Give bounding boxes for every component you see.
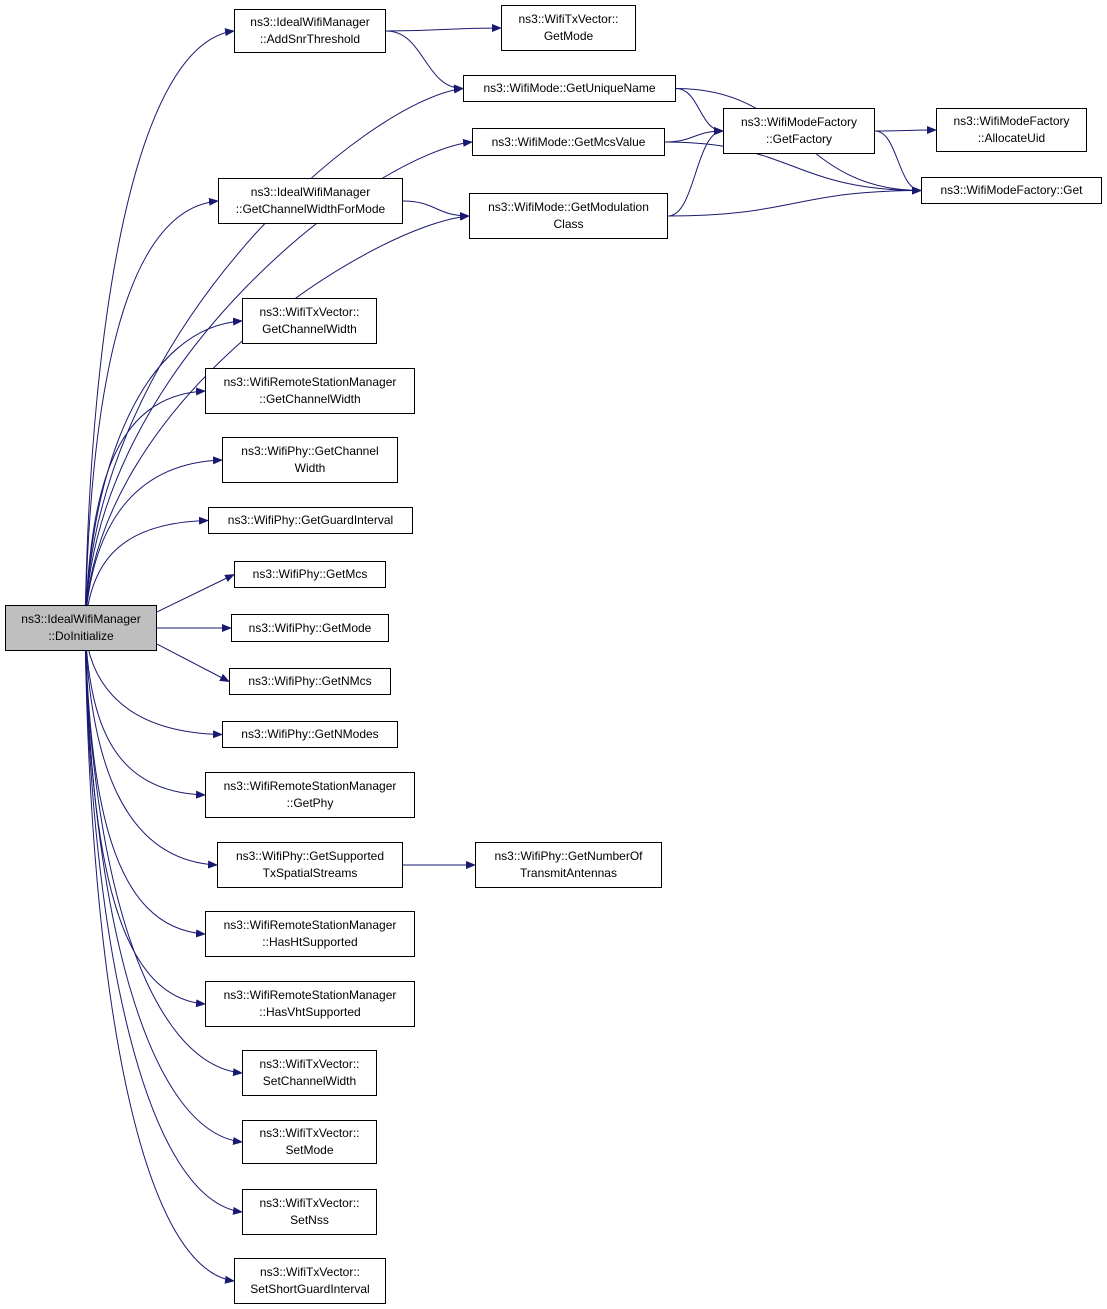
node-label: GetChannelWidth — [262, 322, 357, 336]
node-label: ns3::IdealWifiManager — [250, 15, 370, 29]
node-txvector-set-channel-width[interactable]: ns3::WifiTxVector::SetChannelWidth — [242, 1050, 377, 1096]
node-label: ns3::WifiPhy::GetNModes — [241, 727, 379, 741]
node-add-snr-threshold[interactable]: ns3::IdealWifiManager::AddSnrThreshold — [234, 9, 386, 53]
node-label: ns3::WifiRemoteStationManager — [223, 779, 397, 793]
node-label: ::HasHtSupported — [262, 935, 358, 949]
edge-root-to-add-snr-threshold — [84, 28, 235, 629]
edge-root-to-get-channel-width-for-mode — [84, 197, 219, 629]
node-label: ns3::WifiPhy::GetGuardInterval — [227, 513, 394, 527]
node-label: ns3::WifiTxVector:: — [259, 1265, 361, 1279]
node-label: ::AddSnrThreshold — [259, 32, 361, 46]
node-mode-factory-get[interactable]: ns3::WifiModeFactory::Get — [921, 177, 1102, 204]
node-label: ns3::WifiTxVector:: — [518, 12, 619, 26]
node-label: ::GetChannelWidthForMode — [235, 202, 386, 216]
node-label: ::AllocateUid — [977, 131, 1046, 145]
node-label: ns3::WifiPhy::GetMode — [248, 620, 372, 635]
node-root[interactable]: ns3::IdealWifiManager::DoInitialize — [5, 605, 157, 651]
node-rsm-has-vht-supported[interactable]: ns3::WifiRemoteStationManager::HasVhtSup… — [205, 981, 415, 1027]
node-phy-get-mcs[interactable]: ns3::WifiPhy::GetMcs — [234, 561, 386, 588]
edge-mode-factory-get-factory-to-mode-factory-get — [874, 130, 922, 195]
edge-root-to-txvector-set-short-guard-interval — [84, 627, 235, 1284]
node-phy-get-n-mcs[interactable]: ns3::WifiPhy::GetNMcs — [229, 668, 391, 695]
edge-root-to-txvector-set-channel-width — [84, 627, 243, 1077]
node-label: ns3::WifiModeFactory::Get — [940, 183, 1083, 197]
node-rsm-has-ht-supported[interactable]: ns3::WifiRemoteStationManager::HasHtSupp… — [205, 911, 415, 957]
node-txvector-get-mode[interactable]: ns3::WifiTxVector::GetMode — [501, 5, 636, 51]
edge-root-to-phy-get-n-mcs — [156, 643, 230, 682]
edge-root-to-txvector-set-nss — [84, 627, 243, 1215]
node-rsm-get-phy[interactable]: ns3::WifiRemoteStationManager::GetPhy — [205, 772, 415, 818]
node-label: TxSpatialStreams — [262, 866, 358, 880]
node-phy-get-guard-interval[interactable]: ns3::WifiPhy::GetGuardInterval — [208, 507, 413, 534]
edge-root-to-rsm-has-vht-supported — [84, 627, 206, 1008]
node-label: ns3::WifiMode::GetUniqueName — [483, 81, 656, 95]
edge-root-to-phy-get-mcs — [156, 574, 235, 613]
node-label: ns3::WifiPhy::GetNumberOf — [494, 849, 643, 863]
node-get-unique-name[interactable]: ns3::WifiMode::GetUniqueName — [463, 75, 676, 102]
node-label: ::GetChannelWidth — [259, 392, 361, 406]
edge-add-snr-threshold-to-txvector-get-mode — [385, 24, 502, 33]
node-label: ns3::WifiTxVector:: — [259, 1196, 360, 1210]
node-label: Class — [553, 217, 584, 231]
node-label: ::HasVhtSupported — [259, 1005, 361, 1019]
edge-get-unique-name-to-mode-factory-get-factory — [675, 88, 724, 135]
node-label: ::DoInitialize — [48, 629, 114, 643]
node-label: ::GetFactory — [765, 132, 833, 146]
edge-root-to-get-unique-name — [84, 85, 464, 629]
node-mode-factory-get-factory[interactable]: ns3::WifiModeFactory::GetFactory — [723, 108, 875, 154]
node-label: ns3::WifiModeFactory — [740, 115, 858, 129]
edge-get-modulation-class-to-mode-factory-get — [667, 186, 922, 217]
node-label: SetShortGuardInterval — [250, 1282, 370, 1296]
edge-root-to-rsm-get-channel-width — [84, 387, 206, 629]
node-label: ns3::WifiRemoteStationManager — [223, 375, 397, 389]
node-label: ns3::WifiRemoteStationManager — [223, 918, 397, 932]
node-label: ns3::IdealWifiManager — [250, 185, 371, 199]
node-get-channel-width-for-mode[interactable]: ns3::IdealWifiManager::GetChannelWidthFo… — [218, 178, 403, 224]
node-label: ns3::WifiPhy::GetSupported — [235, 849, 385, 863]
edge-root-to-rsm-has-ht-supported — [84, 627, 206, 938]
node-phy-get-n-modes[interactable]: ns3::WifiPhy::GetNModes — [222, 721, 398, 748]
node-label: ::GetPhy — [286, 796, 334, 810]
node-label: ns3::WifiRemoteStationManager — [223, 988, 397, 1002]
node-label: SetNss — [290, 1213, 329, 1227]
node-label: ns3::WifiPhy::GetNMcs — [248, 674, 372, 688]
node-label: ns3::WifiPhy::GetMcs — [252, 567, 368, 581]
node-mode-factory-allocate-uid[interactable]: ns3::WifiModeFactory::AllocateUid — [936, 108, 1087, 152]
edge-add-snr-threshold-to-get-unique-name — [385, 30, 464, 93]
edge-root-to-phy-get-channel-width — [84, 456, 223, 629]
node-phy-get-mode[interactable]: ns3::WifiPhy::GetMode — [231, 614, 389, 642]
edge-mode-factory-get-factory-to-mode-factory-allocate-uid — [874, 126, 937, 135]
node-label: GetMode — [543, 29, 594, 43]
edge-root-to-rsm-get-phy — [84, 627, 206, 799]
node-txvector-set-short-guard-interval[interactable]: ns3::WifiTxVector::SetShortGuardInterval — [234, 1258, 386, 1304]
node-txvector-get-channel-width[interactable]: ns3::WifiTxVector::GetChannelWidth — [242, 298, 377, 344]
node-label: ns3::WifiTxVector:: — [259, 305, 360, 319]
node-label: ns3::WifiTxVector:: — [259, 1057, 360, 1071]
node-label: SetChannelWidth — [262, 1074, 357, 1088]
node-get-mcs-value[interactable]: ns3::WifiMode::GetMcsValue — [472, 128, 665, 156]
node-label: SetMode — [285, 1143, 334, 1157]
edge-root-to-txvector-set-mode — [84, 627, 243, 1145]
edge-get-modulation-class-to-mode-factory-get-factory — [667, 127, 724, 217]
node-txvector-set-nss[interactable]: ns3::WifiTxVector::SetNss — [242, 1189, 377, 1235]
edge-get-mcs-value-to-mode-factory-get-factory — [664, 127, 724, 143]
node-label: ns3::WifiMode::GetMcsValue — [491, 134, 646, 149]
node-rsm-get-channel-width[interactable]: ns3::WifiRemoteStationManager::GetChanne… — [205, 368, 415, 414]
node-label: ns3::WifiMode::GetModulation — [488, 200, 649, 214]
edge-get-channel-width-for-mode-to-get-modulation-class — [402, 200, 470, 220]
node-label: TransmitAntennas — [520, 866, 617, 880]
edge-root-to-phy-get-supported-streams — [84, 627, 218, 869]
node-label: ns3::IdealWifiManager — [21, 612, 141, 626]
edge-get-mcs-value-to-mode-factory-get — [664, 141, 922, 195]
node-label: ns3::WifiPhy::GetChannel — [241, 444, 379, 458]
node-label: ns3::WifiTxVector:: — [259, 1126, 360, 1140]
node-txvector-set-mode[interactable]: ns3::WifiTxVector::SetMode — [242, 1120, 377, 1164]
node-label: ns3::WifiModeFactory — [953, 114, 1070, 128]
node-label: Width — [294, 461, 326, 475]
edge-root-to-get-mcs-value — [84, 138, 473, 629]
